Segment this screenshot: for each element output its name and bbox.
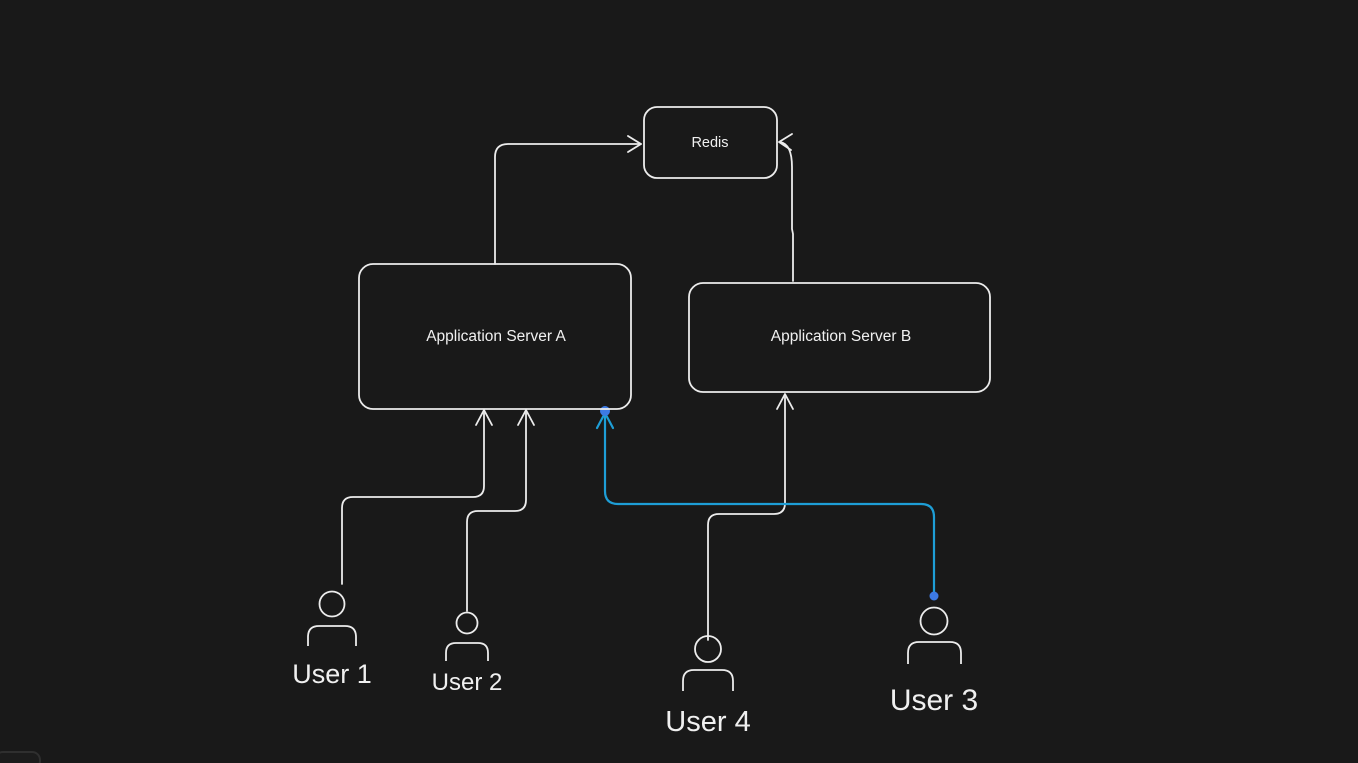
arrowhead-up-icon <box>517 409 535 426</box>
person-shoulders-icon <box>907 641 962 664</box>
user-1-figure[interactable]: User 1 <box>292 590 372 690</box>
edge-line <box>603 414 936 598</box>
server-b-label: Application Server B <box>771 328 911 345</box>
redis-box <box>643 106 778 179</box>
corner-ui-fragment[interactable] <box>0 751 41 763</box>
person-head-icon <box>455 611 479 635</box>
arrowhead-left-icon <box>778 133 793 151</box>
edge-line <box>466 412 527 612</box>
edge-line <box>341 412 485 585</box>
user-2-label: User 2 <box>432 669 503 696</box>
person-shoulders-icon <box>445 642 489 661</box>
arrowhead-up-icon <box>475 409 493 426</box>
user-2-figure[interactable]: User 2 <box>432 611 503 697</box>
edge-line <box>494 143 642 265</box>
person-shoulders-icon <box>682 669 734 691</box>
server-b-box <box>688 282 991 393</box>
person-head-icon <box>919 606 949 636</box>
edge-line <box>779 141 794 282</box>
edge-user1-to-server-a[interactable] <box>341 409 493 585</box>
edge-user2-to-server-a[interactable] <box>466 409 535 612</box>
person-shoulders-icon <box>307 625 357 646</box>
edge-user3-to-server-a-highlighted[interactable] <box>595 406 939 601</box>
edge-server-b-to-redis[interactable] <box>778 133 794 282</box>
node-application-server-a[interactable]: Application Server A <box>358 263 632 410</box>
node-application-server-b[interactable]: Application Server B <box>688 282 991 393</box>
edge-user4-to-server-b[interactable] <box>707 393 794 641</box>
node-redis[interactable]: Redis <box>643 106 778 179</box>
person-head-icon <box>318 590 346 618</box>
user-3-figure[interactable]: User 3 <box>890 606 978 718</box>
edge-line <box>707 396 786 641</box>
arrowhead-up-icon <box>776 393 794 410</box>
edge-server-a-to-redis[interactable] <box>494 135 642 265</box>
user-4-figure[interactable]: User 4 <box>665 635 751 738</box>
person-head-icon <box>694 635 722 663</box>
edge-endpoint-handle-icon[interactable] <box>600 406 610 416</box>
server-a-label: Application Server A <box>426 328 566 345</box>
redis-label: Redis <box>691 135 728 151</box>
user-1-label: User 1 <box>292 659 372 689</box>
user-4-label: User 4 <box>665 706 750 738</box>
user-3-label: User 3 <box>890 684 978 717</box>
arrowhead-right-icon <box>627 135 642 153</box>
server-a-box <box>358 263 632 410</box>
edge-endpoint-handle-icon[interactable] <box>929 591 939 601</box>
